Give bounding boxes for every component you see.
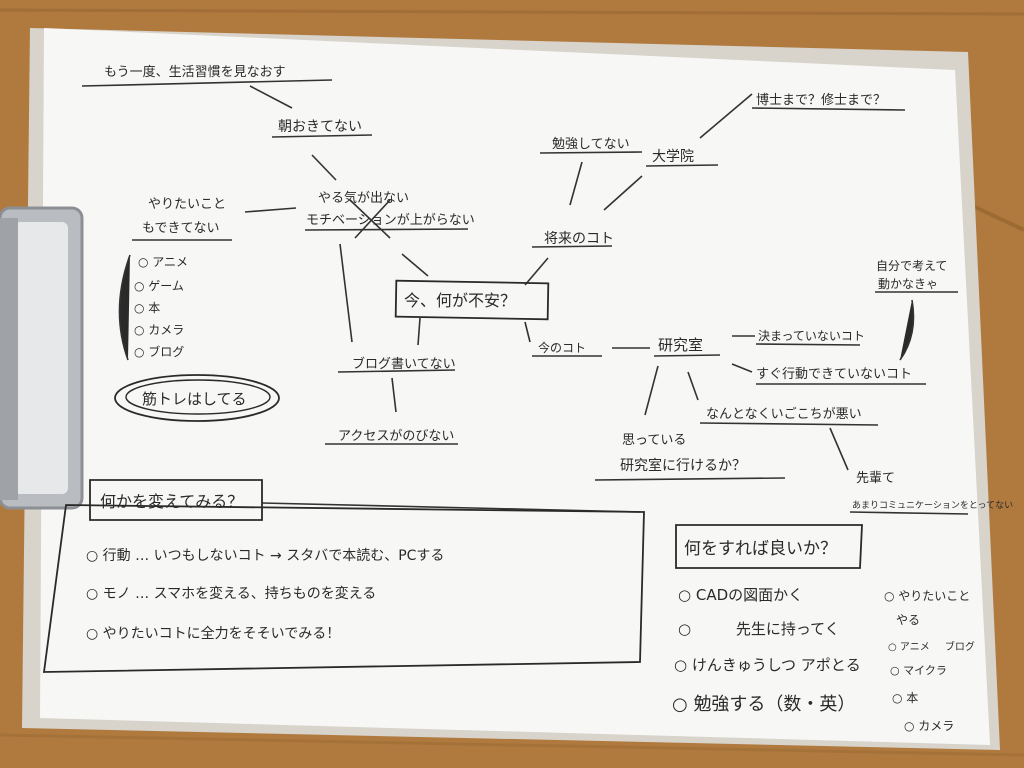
now-text: 今のコト: [538, 340, 586, 355]
side-camera: ○ カメラ: [904, 719, 954, 733]
muscle-ellipse-outer: [114, 374, 280, 422]
uncomfortable-text: なんとなくいごこちが悪い: [706, 406, 862, 422]
todo-title: 何をすれば良いか？: [684, 539, 837, 559]
hobby-book: ○ 本: [134, 301, 160, 315]
muscle-training-text: 筋トレはしてる: [142, 390, 247, 408]
muscle-ellipse-inner: [125, 379, 271, 415]
todo-cad: ○ CADの図面かく: [678, 586, 803, 604]
self-think-line2: 動かなきゃ: [878, 277, 938, 291]
wood-grain: [0, 733, 1024, 757]
motivation-line2: モチベーションが上がらない: [306, 213, 475, 228]
side-want: ○ やりたいこと: [884, 589, 970, 603]
todo-title-box: [675, 524, 863, 569]
undecided-text: 決まっていないコト: [758, 329, 865, 343]
side-book: ○ 本: [892, 691, 918, 705]
change-section: 何かを変えてみる？ ○ 行動 … いつもしないコト → スタバで本読む、PCする…: [86, 492, 444, 642]
wood-grain: [0, 8, 1024, 16]
senpai-line2: あまりコミュニケーションをとってない: [852, 500, 1013, 511]
change-item-effort: ○ やりたいコトに全力をそそいでみる！: [86, 625, 340, 642]
clip-hinge: [0, 218, 18, 500]
hobby-game: ○ ゲーム: [134, 279, 184, 293]
hobby-camera: ○ カメラ: [134, 323, 184, 337]
self-think-line1: 自分で考えて: [876, 259, 947, 273]
senpai-line1: 先輩て: [856, 471, 895, 486]
motivation-line1: やる気が出ない: [318, 190, 409, 206]
paper-sheet: [40, 28, 990, 745]
change-item-action: ○ 行動 … いつもしないコト → スタバで本読む、PCする: [86, 547, 444, 564]
doctor-master-text: 博士まで？修士まで？: [756, 93, 886, 108]
todo-section: 何をすれば良いか？ ○ CADの図面かく ○ 先生に持ってく ○ けんきゅうしつ…: [672, 539, 975, 733]
grad-school-text: 大学院: [652, 149, 694, 165]
thinking-line2: 研究室に行けるか？: [620, 457, 746, 474]
future-text: 将来のコト: [544, 231, 614, 247]
access-text: アクセスがのびない: [338, 429, 454, 444]
hobby-anime: ○ アニメ: [138, 255, 188, 269]
side-do: やる: [896, 613, 920, 627]
thinking-line1: 思っている: [622, 433, 686, 448]
not-acting-text: すぐ行動できていないコト: [756, 367, 912, 382]
change-box: [42, 504, 645, 673]
review-lifestyle-text: もう一度、生活習慣を見なおす: [104, 64, 286, 80]
no-blog-text: ブログ書いてない: [352, 356, 456, 372]
center-question-box: [394, 279, 550, 321]
hobby-blog: ○ ブログ: [134, 344, 184, 359]
lab-text: 研究室: [658, 336, 703, 354]
change-item-things: ○ モノ … スマホを変える、持ちものを変える: [86, 585, 376, 602]
todo-lab-appointment: ○ けんきゅうしつ アポとる: [674, 656, 861, 674]
center-question-text: 今、何が不安？: [404, 291, 516, 310]
want-line2: もできてない: [142, 221, 219, 236]
change-title: 何かを変えてみる？: [100, 492, 243, 511]
side-minecraft: ○ マイクラ: [890, 664, 947, 677]
todo-study: ○ 勉強する（数・英）: [672, 694, 855, 715]
not-waking-text: 朝おきてない: [278, 119, 362, 135]
clip-inner: [14, 222, 68, 494]
side-anime-blog: ○ アニメ ブログ: [888, 640, 975, 653]
mindmap-lines: [81, 79, 969, 515]
mindmap-text: もう一度、生活習慣を見なおす 朝おきてない やる気が出ない モチベーションが上が…: [104, 64, 1013, 511]
change-title-box: [89, 479, 263, 521]
no-study-text: 勉強してない: [552, 137, 630, 152]
want-line1: やりたいこと: [148, 197, 226, 212]
